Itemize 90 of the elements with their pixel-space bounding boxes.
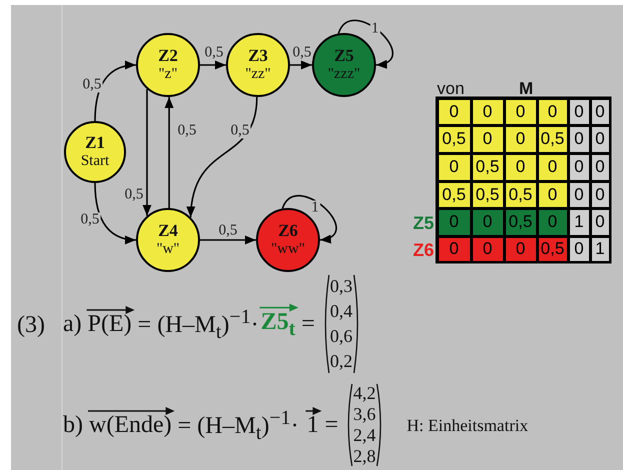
matrix-cell: 0 bbox=[570, 182, 588, 206]
matrix-cell: 0 bbox=[592, 182, 608, 206]
matrix-cell: 0 bbox=[438, 210, 470, 234]
vector-entry: 0,6 bbox=[330, 325, 352, 348]
matrix-cell: 0,5 bbox=[538, 126, 566, 152]
matrix-cell: 0,5 bbox=[506, 182, 536, 206]
arrow bbox=[94, 61, 136, 122]
arrow bbox=[164, 96, 174, 208]
matrix-cell: 0 bbox=[438, 238, 470, 260]
vector-entry: 4,2 bbox=[353, 383, 376, 404]
formula-text: w(Ende) bbox=[89, 413, 172, 437]
matrix-cell: 0,5 bbox=[472, 154, 502, 180]
edge-label: 0,5 bbox=[292, 46, 312, 60]
edge-label: 0,5 bbox=[80, 212, 100, 228]
vector-entry: 0,3 bbox=[330, 275, 352, 298]
matrix-cell: 0 bbox=[570, 100, 588, 124]
edge-label: 0,5 bbox=[124, 188, 144, 202]
matrix-cell: 0,5 bbox=[472, 182, 502, 206]
matrix-cell: 0 bbox=[472, 210, 502, 234]
matrix-cell: 0 bbox=[570, 154, 588, 180]
matrix-cell: 0,5 bbox=[538, 238, 566, 260]
vector-entry: 0,4 bbox=[330, 300, 352, 323]
formula-text: P(E) bbox=[88, 312, 132, 336]
arrow bbox=[200, 236, 256, 244]
matrix-cell: 0 bbox=[592, 126, 608, 152]
matrix-cell: 0 bbox=[570, 238, 588, 260]
state-name: Z5 bbox=[334, 47, 354, 66]
arrow bbox=[142, 89, 152, 216]
arrow bbox=[187, 96, 258, 218]
formula-text: = bbox=[301, 312, 315, 336]
formula-text: = bbox=[324, 413, 338, 437]
vector-entry: 0,2 bbox=[330, 350, 352, 373]
formula-text: 1 bbox=[306, 413, 319, 437]
matrix-cell: 0 bbox=[472, 100, 502, 124]
matrix-cell: 0 bbox=[538, 210, 566, 234]
matrix-cell: 0 bbox=[506, 126, 536, 152]
item-number: (3) bbox=[17, 312, 45, 339]
matrix-cell: 0 bbox=[438, 154, 470, 180]
state-label: "zz" bbox=[245, 66, 271, 83]
arrow bbox=[338, 20, 394, 68]
matrix-cell: 0,5 bbox=[438, 126, 470, 152]
state-name: Z3 bbox=[248, 47, 268, 66]
state-name: Z2 bbox=[158, 47, 178, 66]
row-label: Z5 bbox=[412, 213, 434, 234]
matrix-cell: 0 bbox=[506, 238, 536, 260]
subtask-label: a) bbox=[63, 312, 82, 336]
matrix-cell: 0 bbox=[438, 100, 470, 124]
matrix-cell: 0 bbox=[592, 154, 608, 180]
matrix-cell: 1 bbox=[570, 210, 588, 234]
vector-entry: 2,8 bbox=[353, 446, 376, 467]
matrix-cell: 1 bbox=[592, 238, 608, 260]
matrix-title: M bbox=[519, 79, 534, 99]
matrix-cell: 0 bbox=[538, 182, 566, 206]
note-text: H: Einheitsmatrix bbox=[406, 416, 528, 434]
matrix-cell: 0 bbox=[472, 126, 502, 152]
edge-label: 0,5 bbox=[218, 224, 238, 238]
state-name: Z1 bbox=[85, 134, 105, 154]
matrix-cell: 0,5 bbox=[438, 182, 470, 206]
matrix-cell: 0 bbox=[538, 154, 566, 180]
state-label: "z" bbox=[158, 66, 178, 83]
matrix-cell: 0 bbox=[472, 238, 502, 260]
state-label: "w" bbox=[156, 241, 180, 258]
vector-entry: 3,6 bbox=[353, 404, 376, 425]
subtask-label: b) bbox=[63, 413, 83, 437]
edge-label: 0,5 bbox=[230, 124, 250, 138]
arrow bbox=[290, 60, 312, 70]
matrix-cell: 0 bbox=[592, 100, 608, 124]
matrix-cell: 0 bbox=[570, 126, 588, 152]
matrix-cell: 0 bbox=[506, 154, 536, 180]
state-label: Start bbox=[80, 153, 110, 170]
matrix-cell: 0 bbox=[538, 100, 566, 124]
arrow bbox=[94, 182, 136, 244]
vector-entry: 2,4 bbox=[353, 425, 376, 446]
column-header: von bbox=[437, 79, 464, 99]
matrix-cell: 0 bbox=[592, 210, 608, 234]
formula-text: Z5$_{t}$ bbox=[260, 310, 296, 338]
matrix-cell: 0,5 bbox=[506, 210, 536, 234]
state-name: Z4 bbox=[158, 222, 178, 242]
edge-label: 0,5 bbox=[204, 46, 224, 60]
matrix-cell: 0 bbox=[506, 100, 536, 124]
edge-label: 0,5 bbox=[176, 124, 198, 138]
state-label: "ww" bbox=[271, 241, 305, 258]
edge-label: 0,5 bbox=[82, 78, 102, 92]
formula-text: = (H–M$_{t}$)$^{−1}$· bbox=[178, 408, 299, 442]
arrow bbox=[282, 195, 338, 242]
state-label: "zzz" bbox=[328, 66, 360, 83]
arrow bbox=[200, 60, 226, 70]
formula-text: = (H–M$_{t}$)$^{−1}$· bbox=[138, 306, 259, 342]
state-name: Z6 bbox=[278, 222, 298, 242]
row-label: Z6 bbox=[412, 240, 434, 261]
